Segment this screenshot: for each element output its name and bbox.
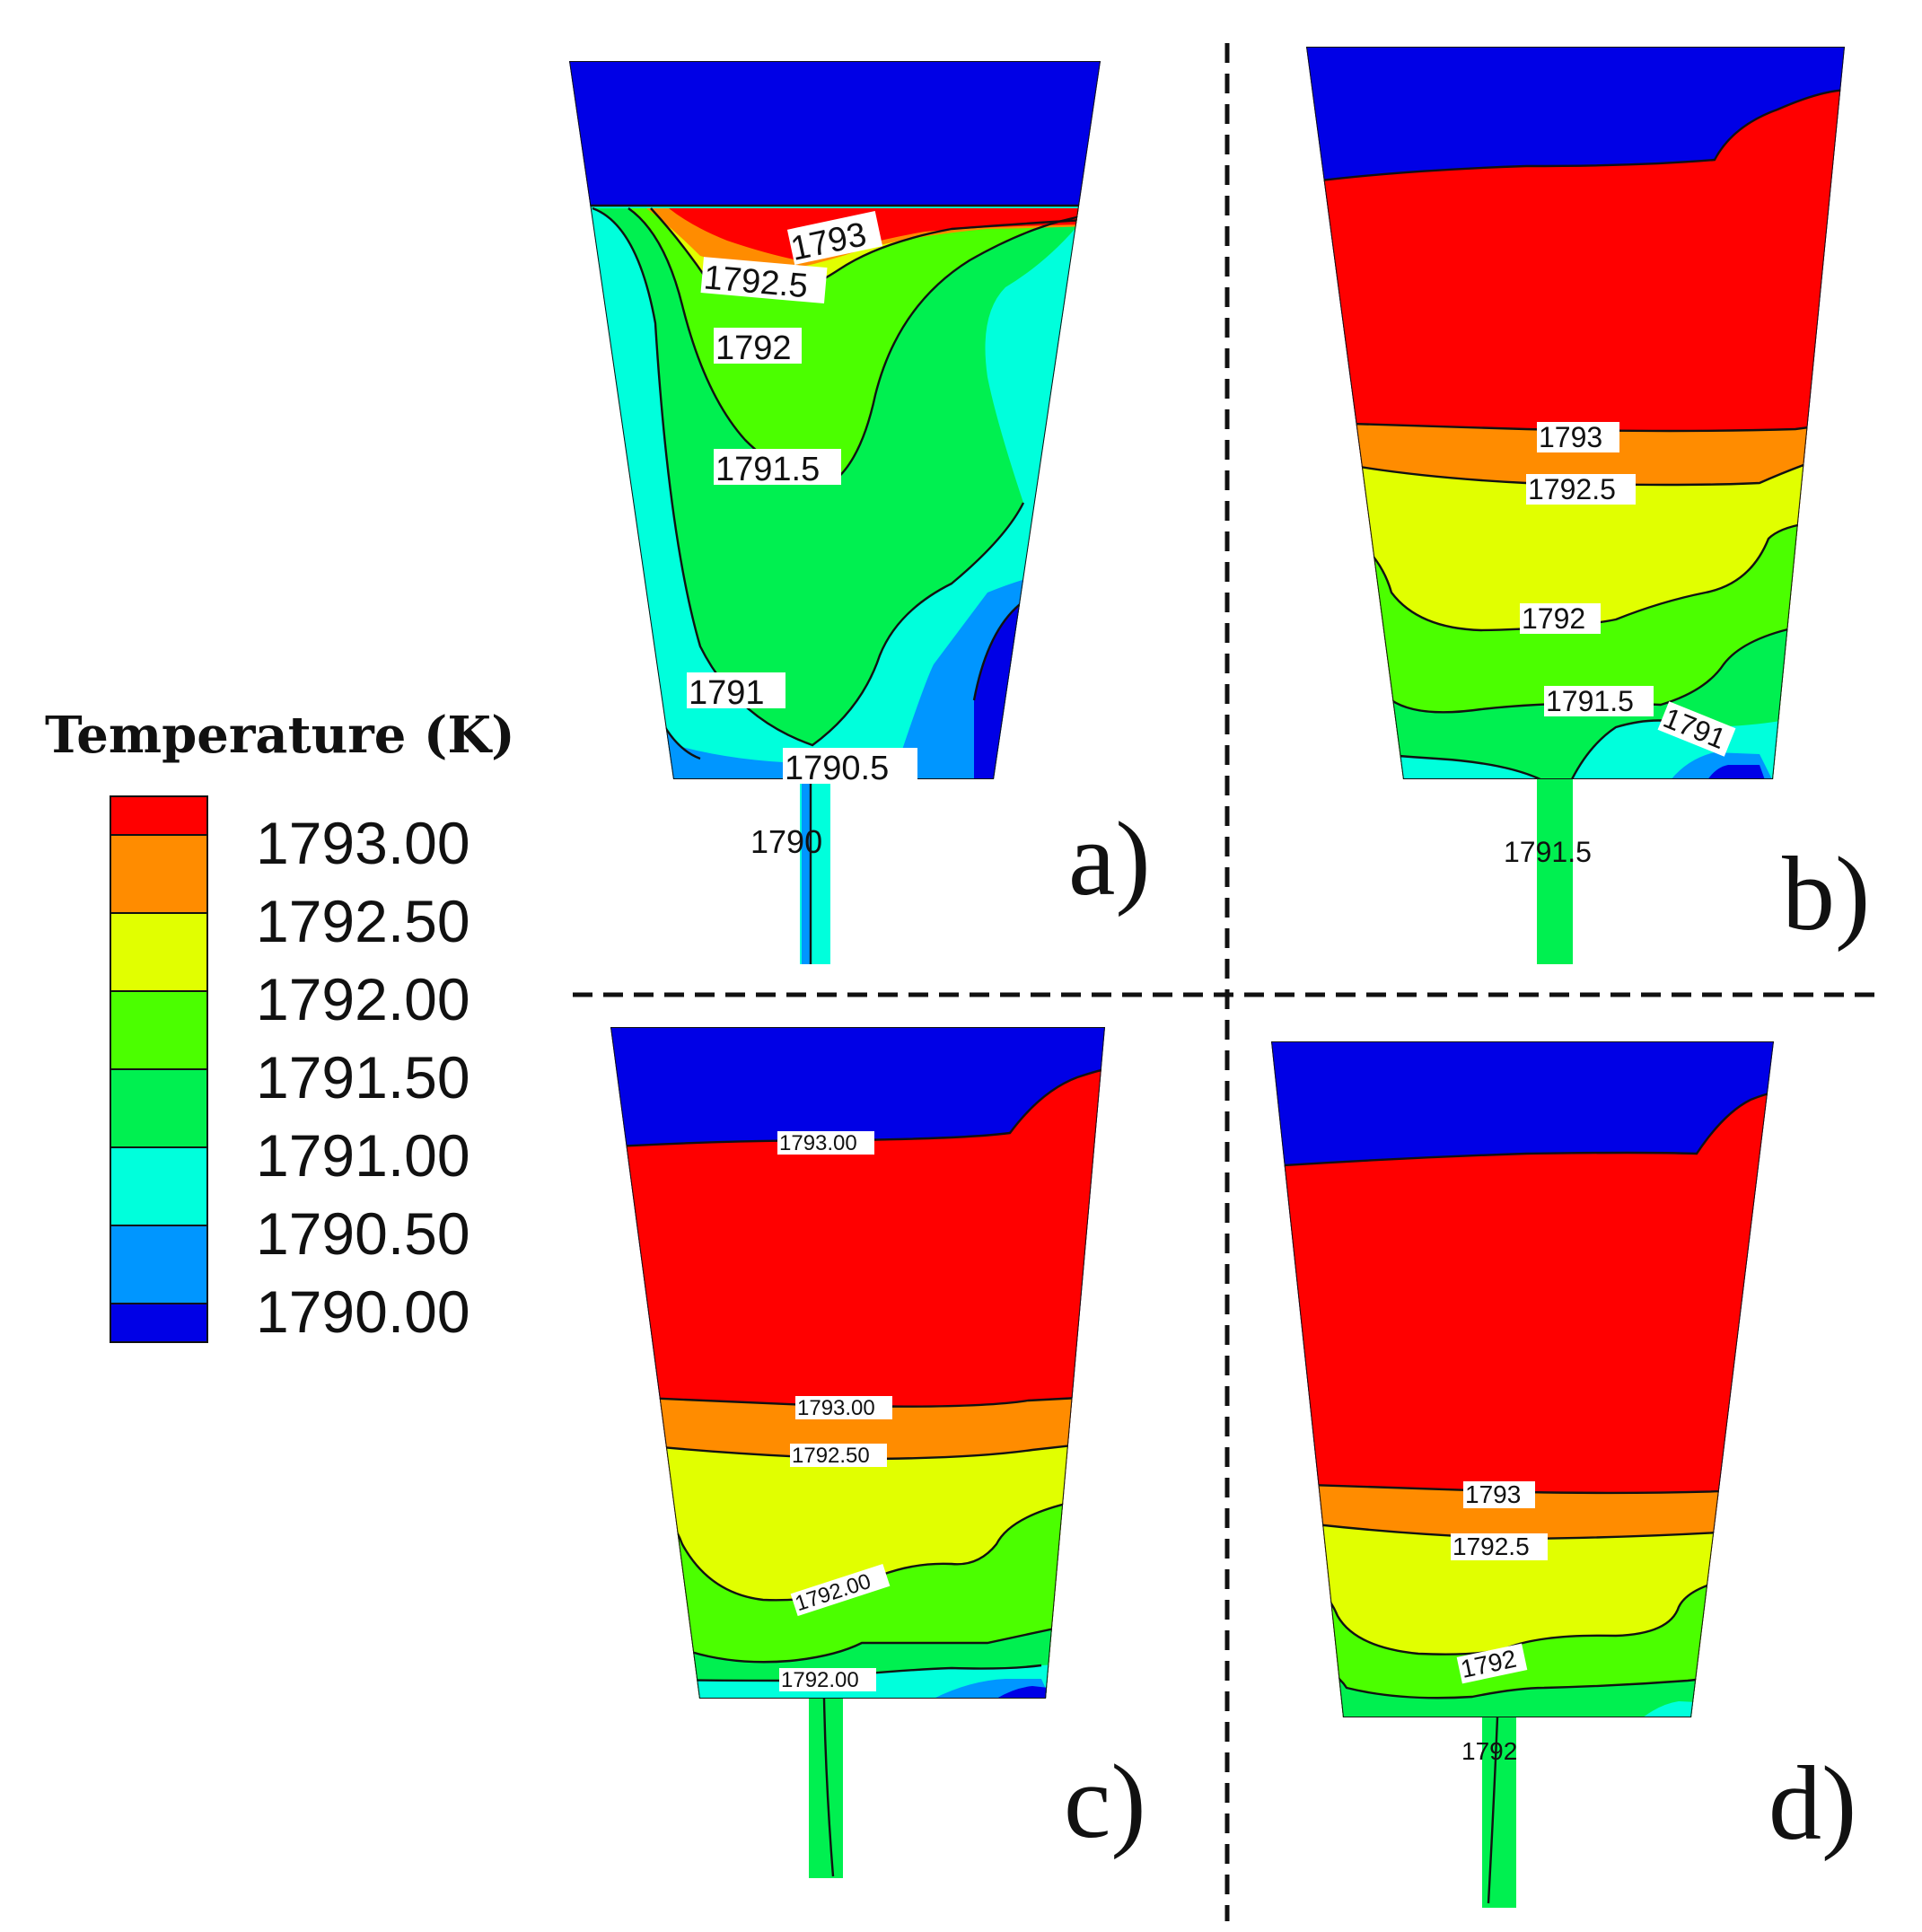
panel-c: 1793.00 1793.00 1792.50 1792.00 1792.00 …: [610, 1027, 1146, 1878]
panel-a-contour-label: 1791.5: [714, 449, 841, 488]
panel-a-top-layer: [569, 61, 1101, 206]
panel-a-contour-label: 1792.5: [700, 257, 828, 305]
panel-a-contour-label: 1790: [750, 823, 822, 860]
panel-a-contour-label: 1792: [714, 328, 802, 367]
svg-text:1792.50: 1792.50: [792, 1444, 870, 1468]
svg-text:1790.5: 1790.5: [785, 750, 889, 787]
panel-b-isoline: [1306, 88, 1845, 186]
panel-b-contour-label: 1793: [1537, 421, 1619, 453]
legend-swatch-blue: [110, 1303, 208, 1343]
legend-label: 1793.00: [256, 810, 470, 876]
svg-text:1792: 1792: [1522, 602, 1585, 635]
legend-swatch-yellow: [110, 912, 208, 992]
svg-text:1790: 1790: [750, 823, 822, 860]
legend-color-bar: [110, 795, 208, 1343]
panel-b-contour-label: 1791.5: [1504, 836, 1592, 868]
svg-text:1792.5: 1792.5: [1528, 473, 1616, 505]
panel-a: 1793 1792.5 1792 1791.5 1791 1790.5 1790…: [569, 61, 1151, 964]
panel-d-nozzle: [1482, 1717, 1516, 1908]
panel-a-contour-label: 1791: [687, 672, 785, 712]
panel-a-contour-label: 1790.5: [783, 748, 917, 787]
panel-d-isoline: [1271, 1089, 1774, 1169]
panel-a-nozzle-core: [802, 779, 811, 964]
svg-text:1792.5: 1792.5: [1452, 1532, 1530, 1560]
svg-text:1792: 1792: [715, 329, 792, 367]
panel-b: 1793 1792.5 1792 1791.5 1791 1791.5 b): [1306, 47, 1870, 964]
panel-b-tag: b): [1782, 835, 1870, 953]
panel-d-nozzle-isoline: [1487, 1717, 1499, 1904]
legend-swatch-orange: [110, 834, 208, 914]
panel-c-tag: c): [1064, 1743, 1146, 1860]
legend-label: 1791.50: [256, 1044, 470, 1111]
panel-c-contour-label: 1792.00: [779, 1668, 876, 1692]
svg-text:1793.00: 1793.00: [797, 1396, 875, 1420]
legend-swatch-cyan: [110, 1146, 208, 1226]
panel-a-bottom-azure: [628, 575, 1077, 779]
panel-c-nozzle: [809, 1699, 843, 1878]
panel-d-contour-label: 1792.5: [1451, 1532, 1548, 1560]
panel-d-contour-label: 1793: [1463, 1480, 1535, 1508]
panel-b-nozzle: [1537, 779, 1573, 964]
panel-d-tag: d): [1768, 1744, 1856, 1862]
legend-label: 1790.50: [256, 1200, 470, 1267]
panel-b-contour-label: 1792.5: [1526, 473, 1636, 505]
panel-c-contour-label: 1793.00: [777, 1131, 874, 1155]
legend-label: 1792.50: [256, 888, 470, 954]
svg-text:1793: 1793: [1465, 1480, 1521, 1508]
svg-text:1791.5: 1791.5: [715, 451, 820, 488]
panel-c-contour-label: 1792.50: [790, 1444, 887, 1468]
legend-label: 1790.00: [256, 1278, 470, 1345]
panel-c-isoline: [610, 1067, 1105, 1149]
panel-b-isoline: [1306, 510, 1845, 632]
panel-c-blue-spot: [996, 1686, 1049, 1699]
svg-text:1792: 1792: [1461, 1737, 1517, 1765]
panel-d: 1793 1792.5 1792 1792 d): [1271, 1041, 1856, 1908]
panel-b-blue-right: [1706, 765, 1768, 779]
legend-swatch-lime: [110, 990, 208, 1070]
svg-text:1792.00: 1792.00: [781, 1668, 859, 1692]
panel-a-isoline: [592, 206, 1025, 747]
panel-b-contour-label: 1791.5: [1544, 685, 1654, 717]
panel-d-contour-label: 1792: [1461, 1737, 1517, 1765]
legend-label: 1792.00: [256, 966, 470, 1032]
legend-title: Temperature (K): [45, 706, 515, 765]
svg-text:1791.5: 1791.5: [1504, 836, 1592, 868]
panel-b-contour-label: 1792: [1520, 602, 1601, 635]
panel-d-cyan: [1643, 1701, 1697, 1717]
legend: Temperature (K) 1793.00 1792.50 1792.00 …: [45, 706, 515, 1345]
svg-text:1793: 1793: [1539, 421, 1602, 453]
legend-swatch-green: [110, 1068, 208, 1148]
svg-text:1791.5: 1791.5: [1546, 685, 1634, 717]
svg-text:1792.5: 1792.5: [702, 259, 809, 305]
panel-c-contour-label: 1793.00: [795, 1396, 892, 1420]
svg-text:1793.00: 1793.00: [779, 1131, 857, 1155]
legend-swatch-red: [110, 795, 208, 836]
svg-text:1791: 1791: [689, 674, 765, 712]
legend-swatch-azure: [110, 1225, 208, 1304]
panel-c-nozzle-isoline: [822, 1698, 835, 1877]
panel-a-tag: a): [1068, 800, 1151, 918]
legend-label: 1791.00: [256, 1122, 470, 1189]
